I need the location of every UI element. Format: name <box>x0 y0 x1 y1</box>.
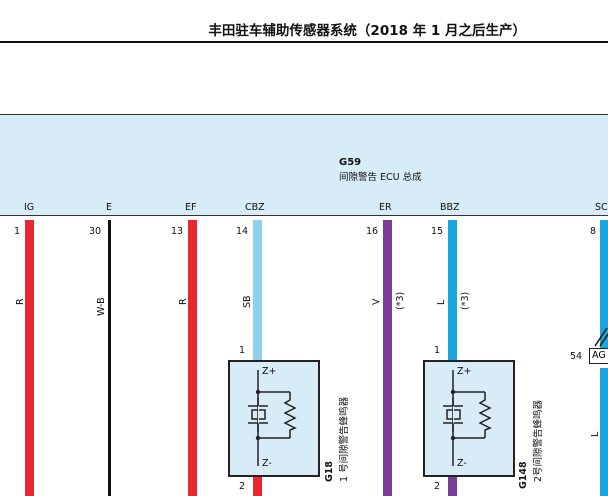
wire-e <box>108 220 111 496</box>
buzzer2-plus: Z+ <box>457 366 472 377</box>
buzzer1-code: G18 <box>324 460 335 482</box>
wire-bbz <box>448 220 457 360</box>
wire-bbz-return <box>448 476 457 496</box>
wire-sc <box>600 220 608 348</box>
buzzer2-pin-top: 1 <box>434 345 441 356</box>
wire-ef <box>188 220 197 496</box>
wire-color-sc: L <box>590 431 601 437</box>
terminal-e: E <box>106 202 113 213</box>
buzzer1-pin-bottom: 2 <box>239 481 246 492</box>
page-title: 丰田驻车辅助传感器系统（2018 年 1 月之后生产） <box>208 23 526 39</box>
buzzer1-symbol <box>248 370 297 466</box>
terminal-bbz: BBZ <box>440 202 460 213</box>
terminal-ig: IG <box>24 202 35 213</box>
terminal-cbz: CBZ <box>245 202 265 213</box>
pin-ig: 1 <box>14 226 21 237</box>
connector-arrow-icon <box>594 327 608 347</box>
buzzer2-pin-bottom: 2 <box>434 481 441 492</box>
buzzer2-code: G148 <box>518 461 529 489</box>
wire-ig <box>25 220 34 496</box>
terminal-ef: EF <box>185 202 197 213</box>
wire-sc-lower <box>600 368 608 496</box>
pin-er: 16 <box>366 226 379 237</box>
wire-color-cbz: SB <box>242 295 253 308</box>
wire-cbz-return <box>253 476 262 496</box>
connector-pin: 54 <box>570 351 583 362</box>
buzzer1-minus: Z- <box>262 458 272 469</box>
buzzer2-name: 2号间隙警告蜂鸣器 <box>533 399 544 482</box>
wire-er <box>383 220 392 496</box>
buzzer2-symbol <box>443 370 492 466</box>
ecu-code: G59 <box>339 157 362 168</box>
pin-sc: 8 <box>590 226 597 237</box>
wire-color-e: W-B <box>96 297 107 316</box>
pin-ef: 13 <box>171 226 184 237</box>
title-rule <box>0 41 608 43</box>
ecu-block <box>0 114 608 216</box>
buzzer2-box <box>423 360 515 477</box>
ecu-name: 间隙警告 ECU 总成 <box>339 172 422 183</box>
pin-cbz: 14 <box>236 226 249 237</box>
wire-note-er: (*3) <box>395 291 406 310</box>
buzzer1-name: 1 号间隙警告蜂鸣器 <box>339 396 350 482</box>
wire-color-ig: R <box>15 298 26 305</box>
pin-bbz: 15 <box>431 226 444 237</box>
wire-color-ef: R <box>178 298 189 305</box>
buzzer1-plus: Z+ <box>262 366 277 377</box>
connector-tag: AG <box>589 348 608 364</box>
wire-note-bbz: (*3) <box>460 291 471 310</box>
buzzer2-minus: Z- <box>457 458 467 469</box>
terminal-er: ER <box>379 202 392 213</box>
terminal-sc: SC <box>595 202 608 213</box>
wire-cbz <box>253 220 262 360</box>
buzzer1-box <box>228 360 320 477</box>
pin-e: 30 <box>89 226 102 237</box>
wire-color-er: V <box>371 298 382 306</box>
buzzer1-pin-top: 1 <box>239 345 246 356</box>
wire-color-bbz: L <box>436 299 447 305</box>
